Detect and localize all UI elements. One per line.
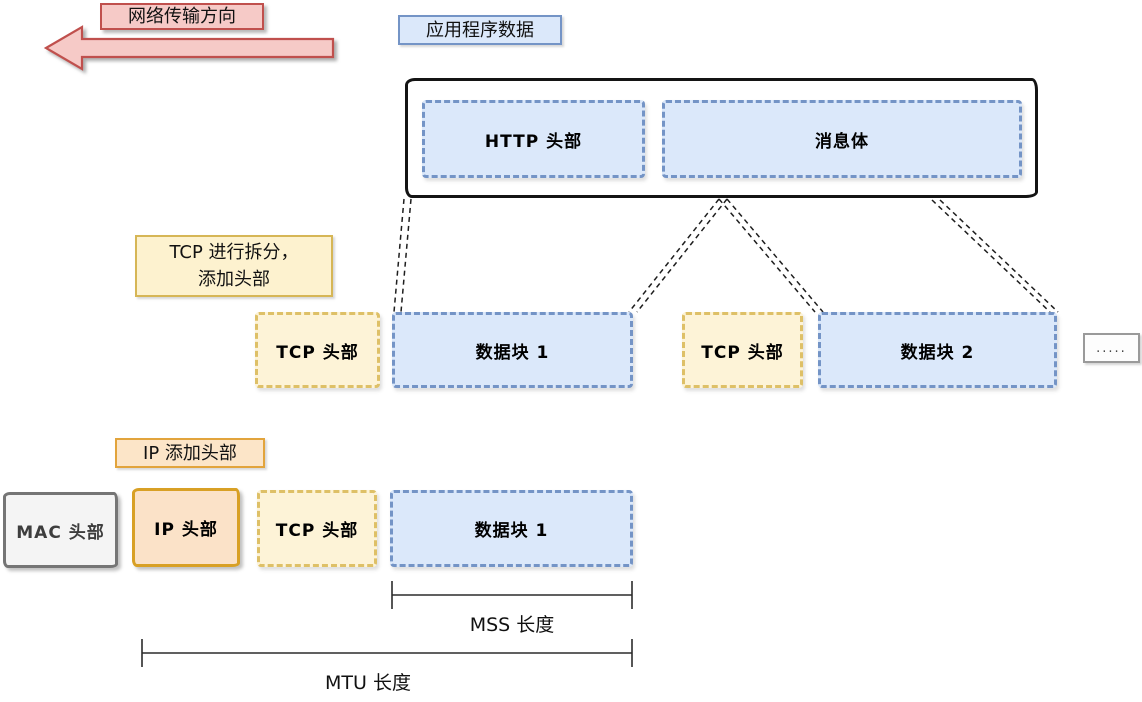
message-body-cell: 消息体 [662,100,1022,178]
connector-lines [393,198,1059,313]
mtu-bracket [141,639,633,667]
more-segments-ellipsis: ..... [1083,333,1140,363]
ip-header-cell: IP 头部 [132,488,240,567]
mtu-length-label: MTU 长度 [325,672,411,694]
tcp-header-cell-2: TCP 头部 [682,312,803,388]
mss-length-label: MSS 长度 [469,614,555,636]
tcp-split-note: TCP 进行拆分， 添加头部 [135,235,333,297]
data-block-cell-2: 数据块 2 [818,312,1057,388]
mss-bracket [391,581,633,609]
transmission-direction-label: 网络传输方向 [100,3,264,30]
mac-header-cell: MAC 头部 [3,492,118,568]
data-block-cell-1: 数据块 1 [392,312,633,388]
ip-add-header-note: IP 添加头部 [115,438,265,468]
http-header-cell: HTTP 头部 [422,100,645,178]
data-block-cell-frame: 数据块 1 [390,490,633,567]
tcp-header-cell-frame: TCP 头部 [257,490,377,567]
tcp-header-cell-1: TCP 头部 [255,312,380,388]
transmission-direction-arrow-icon [43,25,335,71]
tcp-split-note-line2: 添加头部 [198,269,270,290]
app-data-label: 应用程序数据 [398,15,562,45]
tcp-split-note-line1: TCP 进行拆分， [169,242,299,263]
